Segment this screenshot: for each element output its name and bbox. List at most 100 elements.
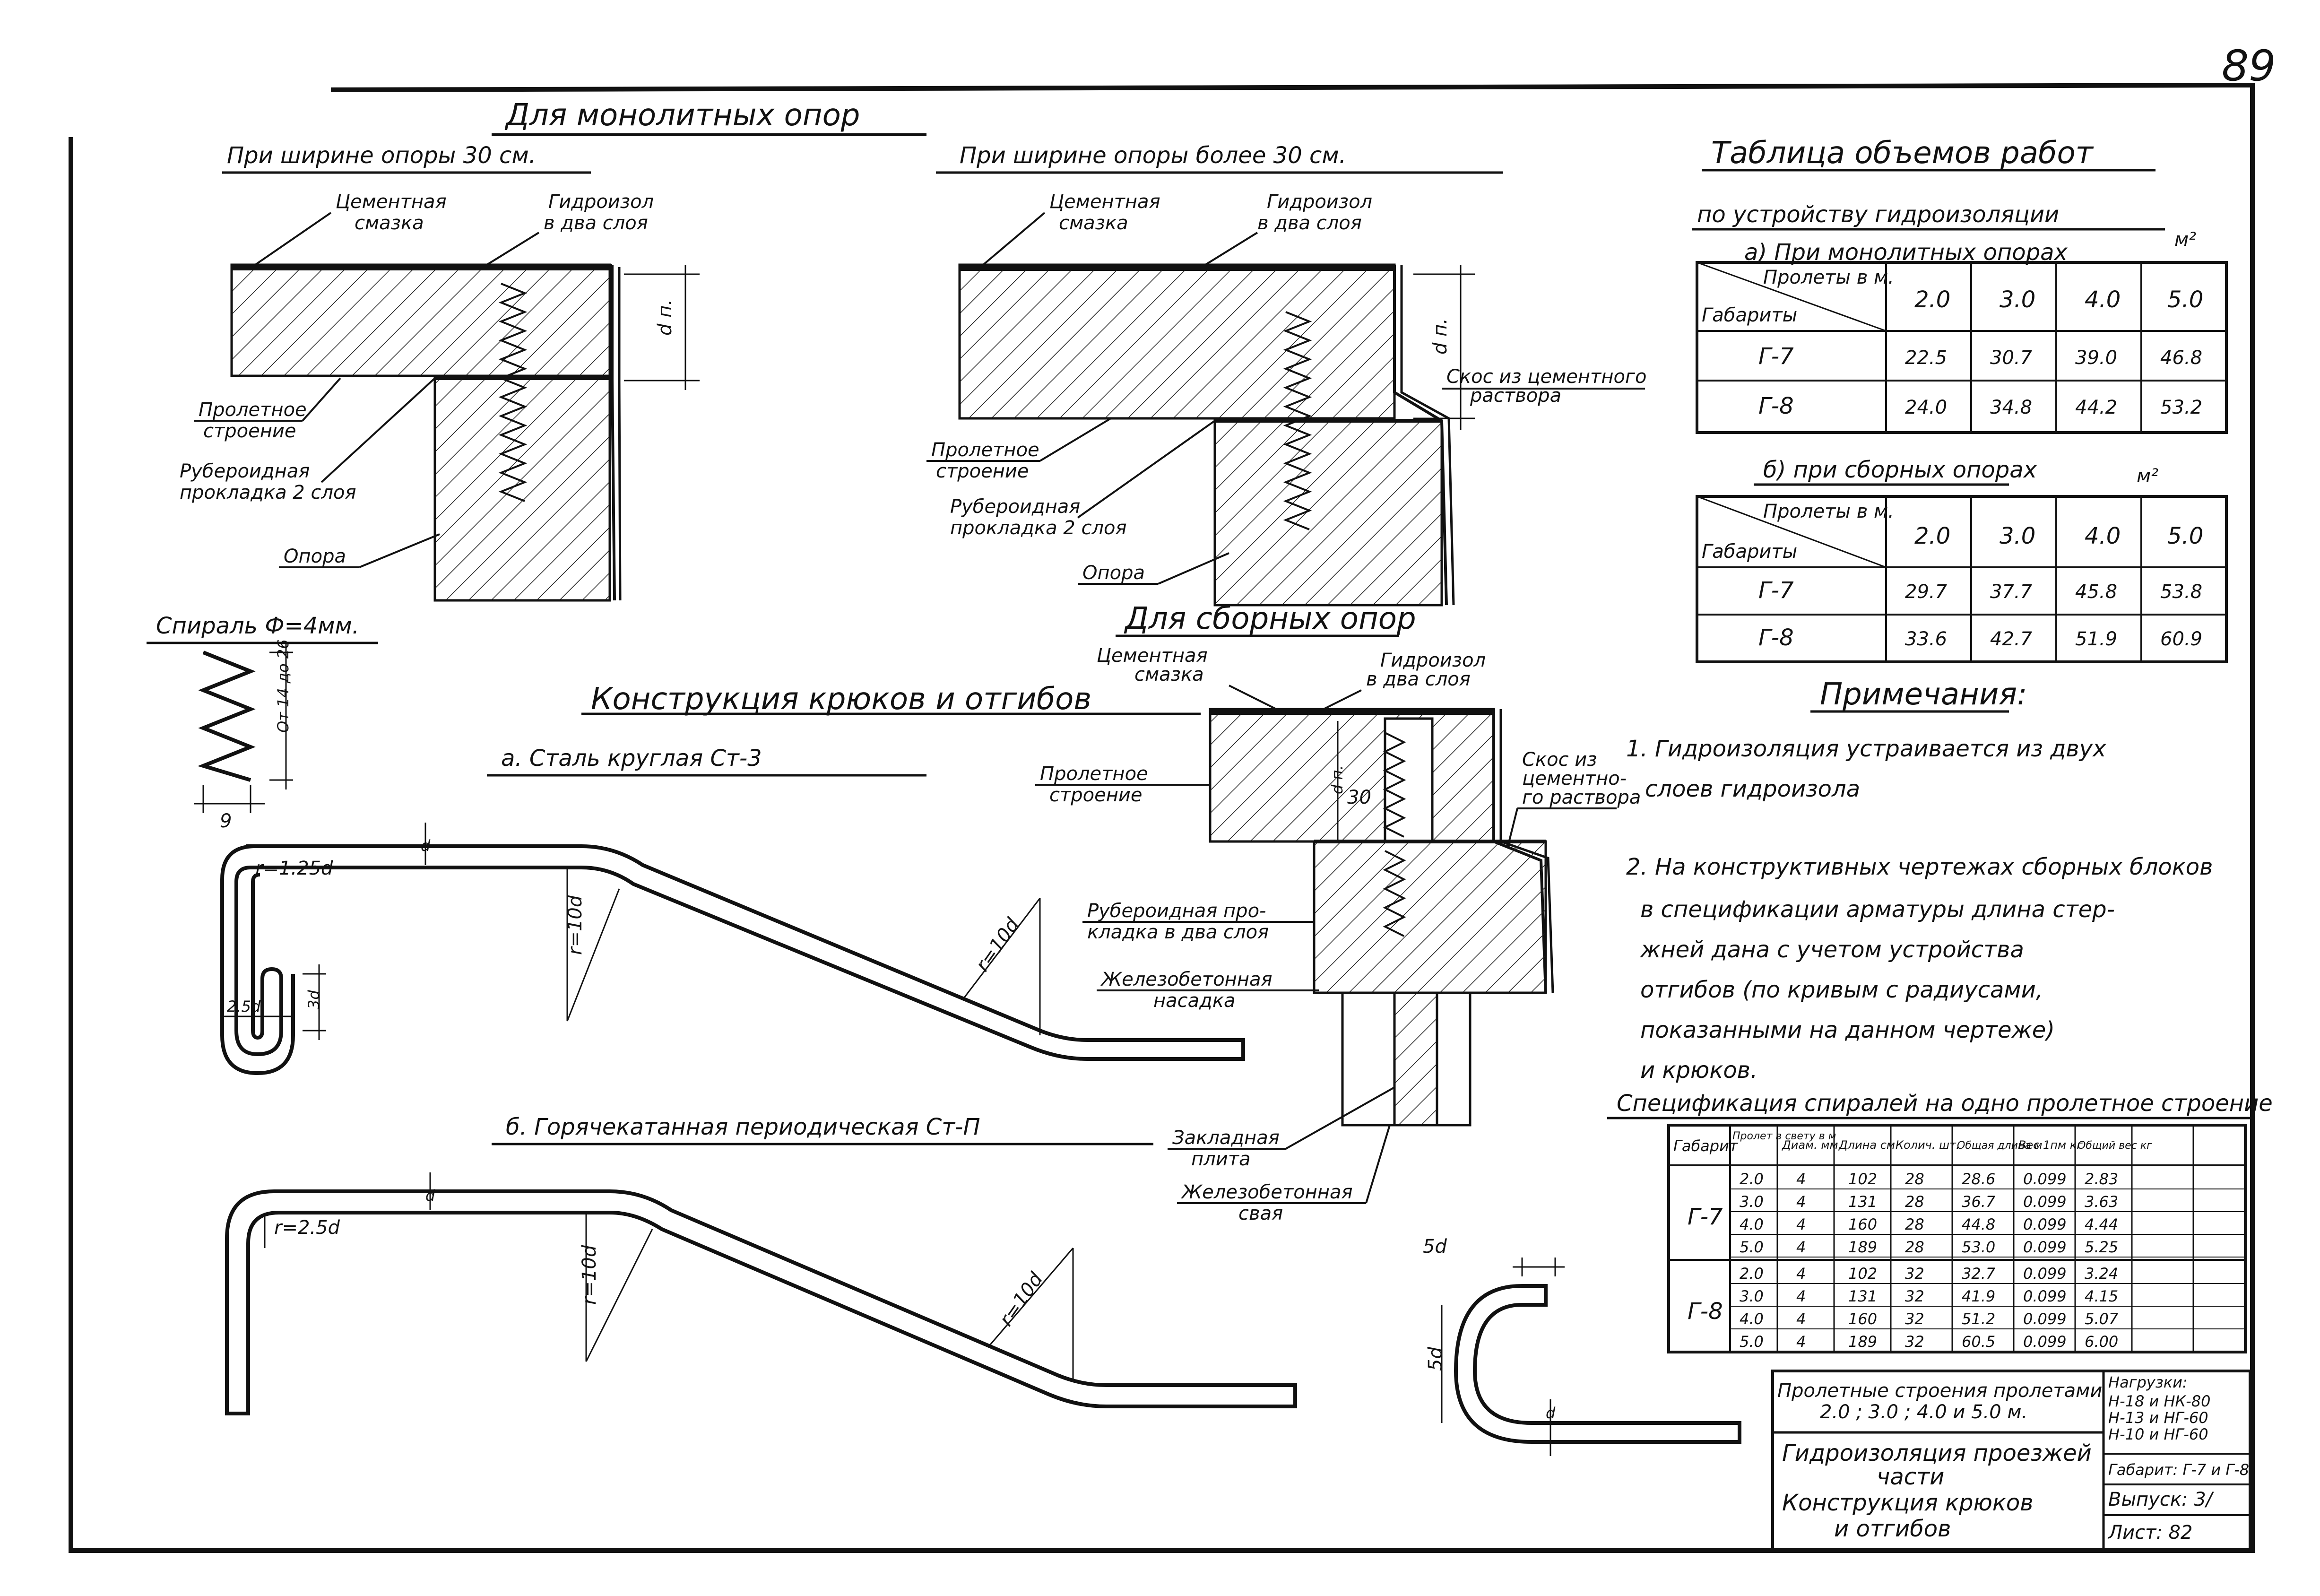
svg-text:Гидроизол: Гидроизол [1267,191,1372,213]
spec-cell: 4 [1796,1215,1806,1233]
spec-cell: 32 [1905,1333,1924,1351]
spec-cell: 0.099 [2023,1170,2067,1188]
svg-text:прокладка 2 слоя: прокладка 2 слоя [950,517,1127,539]
spec-cell: 0.099 [2023,1193,2067,1211]
svg-text:Н-13 и НГ-60: Н-13 и НГ-60 [2108,1409,2208,1427]
svg-text:d п.: d п. [1429,318,1451,355]
svg-text:смазка: смазка [1059,212,1128,234]
spec-cell: 28 [1905,1215,1924,1233]
spec-cell: 3.0 [1740,1193,1764,1211]
spec-cell: 4 [1796,1265,1806,1283]
volumes-section: Таблица объемов работ по устройству гидр… [1692,136,2228,663]
spec-cell: 4 [1796,1170,1806,1188]
spec-cell: 53.0 [1962,1238,1995,1256]
svg-text:Нагрузки:: Нагрузки: [2108,1373,2188,1391]
svg-text:37.7: 37.7 [1990,581,2033,603]
spec-cell: 4 [1796,1287,1806,1305]
spec-cell: 28 [1905,1193,1924,1211]
svg-text:Н-18 и НК-80: Н-18 и НК-80 [2108,1392,2211,1410]
stamp-list: Лист: 82 [2107,1522,2192,1544]
spec-cell: 4 [1796,1193,1806,1211]
spiral-width: 9 [220,810,232,832]
spec-cell: 3.63 [2085,1193,2118,1211]
svg-text:Диам. мм.: Диам. мм. [1782,1138,1842,1152]
bevel-label: Скос из цементного [1446,366,1646,388]
spec-cell: 4.44 [2085,1215,2118,1233]
hook-5d-top: 5d [1423,1236,1447,1258]
svg-text:53.2: 53.2 [2160,397,2202,418]
svg-text:d: d [425,1187,435,1205]
spec-cell: 32 [1905,1287,1924,1305]
spec-cell: 189 [1848,1238,1877,1256]
svg-text:24.0: 24.0 [1905,397,1947,418]
svg-text:3.0: 3.0 [2000,286,2035,313]
monolithic-detail-over-30cm: При ширине опоры более 30 см. Цементная … [926,142,1646,607]
svg-text:Г-7: Г-7 [1758,343,1794,370]
svg-text:м²: м² [2137,465,2158,487]
hook-b-drawing: б. Горячекатанная периодическая Ст-П r=2… [225,1114,1297,1415]
hook-a-drawing: а. Сталь круглая Ст-3 r=1.25d d r=10d r=… [220,745,1245,1076]
svg-text:го раствора: го раствора [1522,787,1641,808]
spec-cell: 3.24 [2085,1265,2118,1283]
svg-text:46.8: 46.8 [2160,347,2202,369]
stamp-title1: Пролетные строения пролетами [1777,1380,2102,1402]
svg-text:слоев гидроизола: слоев гидроизола [1645,776,1860,802]
svg-text:насадка: насадка [1153,990,1236,1012]
svg-text:Железобетонная: Железобетонная [1180,1181,1353,1203]
svg-text:Г-8: Г-8 [1688,1298,1723,1325]
spec-cell: 36.7 [1962,1193,1996,1211]
spec-cell: 102 [1848,1170,1877,1188]
spec-cell: 0.099 [2023,1310,2067,1328]
left-detail-title: При ширине опоры 30 см. [227,142,536,169]
hook-a-2-5d: 2.5d [227,998,261,1015]
spec-cell: 0.099 [2023,1238,2067,1256]
monolithic-detail-30cm: При ширине опоры 30 см. Цементная смазка… [180,142,700,602]
spec-cell: 5.25 [2085,1238,2118,1256]
svg-text:d п.: d п. [1328,765,1346,794]
svg-text:5.0: 5.0 [2167,523,2203,549]
spec-cell: 160 [1848,1310,1877,1328]
svg-text:Цементная: Цементная [1049,191,1160,213]
svg-text:Г-8: Г-8 [1758,393,1794,419]
spec-cell: 4 [1796,1333,1806,1351]
svg-text:d: d [421,837,431,855]
svg-text:Габарит: Габарит [1673,1137,1739,1155]
svg-text:r=10d: r=10d [995,1268,1047,1330]
hook-b-title: б. Горячекатанная периодическая Ст-П [506,1114,980,1140]
cement-label: Цементная [336,191,447,213]
prefab-title: Для сборных опор [1124,601,1416,636]
spec-cell: 5.07 [2085,1310,2119,1328]
monolithic-title: Для монолитных опор [504,98,860,133]
svg-text:Рубероидная: Рубероидная [950,496,1080,518]
slab-right [958,263,1396,420]
spec-cell: 2.0 [1740,1265,1764,1283]
svg-text:свая: свая [1238,1203,1283,1224]
spec-cell: 28 [1905,1170,1924,1188]
spiral-in-slab-left [498,283,528,502]
hydroizol-label: Гидроизол [548,191,654,213]
title-block: Пролетные строения пролетами 2.0 ; 3.0 ;… [1771,1370,2251,1552]
hook-a-title: а. Сталь круглая Ст-3 [501,745,762,772]
svg-text:жней дана с учетом устройства: жней дана с учетом устройства [1640,937,2024,963]
svg-text:29.7: 29.7 [1905,581,1948,603]
spiral-title: Спираль Ф=4мм. [156,613,359,639]
svg-text:показанными на данном чертеже): показанными на данном чертеже) [1640,1017,2055,1043]
svg-text:Пролет в свету в м: Пролет в свету в м [1732,1130,1836,1142]
svg-text:смазка: смазка [1134,664,1204,685]
svg-text:2.0: 2.0 [1914,286,1950,313]
hook-b-r10: r=10d [579,1245,600,1305]
spec-table: Габарит Пролет в свету в м Диам. мм. Дли… [1667,1124,2247,1353]
svg-text:прокладка 2 слоя: прокладка 2 слоя [180,482,356,503]
hook-a-3d: 3d [305,990,323,1009]
spec-cell: 28.6 [1962,1170,1995,1188]
page-number: 89 [2222,41,2276,91]
spec-cell: 41.9 [1962,1287,1995,1305]
svg-text:м²: м² [2174,229,2196,251]
hook-5d-drawing: 5d 5d d [1423,1236,1741,1456]
svg-text:Закладная: Закладная [1172,1127,1280,1149]
prefab-detail: Для сборных опор Цементная смазка Гидрои… [1035,601,1641,1224]
stamp-vypusk: Выпуск: 3/ [2108,1489,2215,1510]
svg-text:отгибов (по кривым с радиусами: отгибов (по кривым с радиусами, [1640,977,2043,1003]
spec-title: Спецификация спиралей на одно пролетное … [1617,1090,2273,1117]
